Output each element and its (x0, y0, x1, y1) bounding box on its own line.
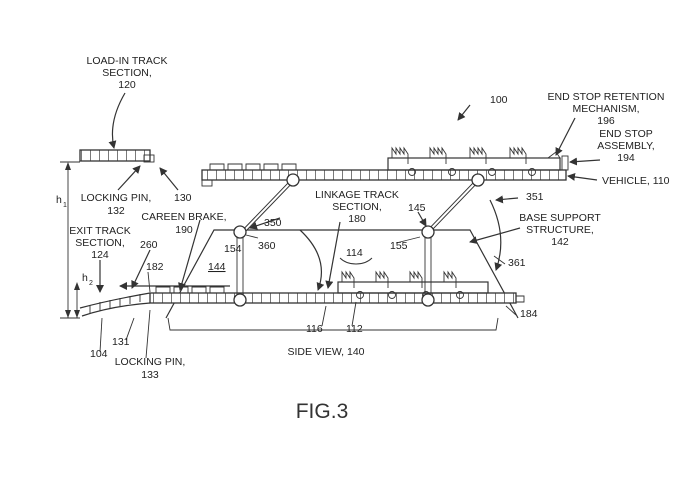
label-side-view: SIDE VIEW, 140 (287, 346, 364, 358)
lower-track (79, 286, 525, 317)
label-exit-num: 124 (91, 249, 109, 261)
label-144: 144 (208, 261, 226, 273)
label-load-in: LOAD-IN TRACK (87, 55, 168, 67)
label-360: 360 (258, 240, 276, 252)
load-in-track-section (79, 149, 155, 163)
label-104: 104 (90, 348, 108, 360)
label-351: 351 (526, 191, 544, 203)
label-locking-pin-bot: LOCKING PIN, (115, 356, 186, 368)
label-end-stop-ret: END STOP RETENTION (548, 91, 665, 103)
label-linkage: LINKAGE TRACK (315, 189, 399, 201)
label-exit: EXIT TRACK (69, 225, 130, 237)
linkage-arms (233, 173, 485, 307)
label-careen-num: 190 (175, 224, 193, 236)
label-350: 350 (264, 217, 282, 229)
label-end-stop-ret-num: 196 (597, 115, 615, 127)
label-184: 184 (520, 308, 538, 320)
label-h1-sub: 1 (63, 202, 67, 209)
label-h2: h (82, 272, 88, 284)
figure-caption: FIG.3 (296, 400, 349, 423)
label-145: 145 (408, 202, 426, 214)
label-end-stop-asm-num: 194 (617, 152, 635, 164)
label-load-in-num: 120 (118, 79, 136, 91)
label-154: 154 (224, 243, 242, 255)
label-careen: CAREEN BRAKE, (141, 211, 226, 223)
label-182: 182 (146, 261, 164, 273)
vehicle-110 (387, 146, 569, 176)
label-locking-pin-top-num: 132 (107, 205, 125, 217)
label-vehicle: VEHICLE, 110 (602, 175, 670, 187)
label-end-stop-asm: END STOP (599, 128, 652, 140)
arc-361 (489, 199, 503, 271)
label-h2-sub: 2 (89, 280, 93, 287)
label-361: 361 (508, 257, 526, 269)
label-114: 114 (346, 247, 363, 259)
label-112: 112 (346, 323, 363, 335)
label-linkage-num: 180 (348, 213, 366, 225)
label-end-stop-ret-2: MECHANISM, (572, 103, 639, 115)
leader-lines (96, 92, 601, 359)
arc-360 (299, 229, 325, 291)
base-support-structure (165, 229, 519, 319)
upper-track (201, 163, 567, 187)
label-linkage-2: SECTION, (332, 201, 382, 213)
label-131: 131 (112, 336, 130, 348)
label-end-stop-asm-2: ASSEMBLY, (597, 140, 654, 152)
label-base-2: STRUCTURE, (526, 224, 594, 236)
label-base-num: 142 (551, 236, 569, 248)
label-locking-pin-top: LOCKING PIN, (81, 192, 152, 204)
label-116: 116 (306, 323, 323, 335)
label-100: 100 (490, 94, 508, 106)
label-260: 260 (140, 239, 158, 251)
label-130: 130 (174, 192, 192, 204)
label-base: BASE SUPPORT (519, 212, 601, 224)
label-h1: h (56, 194, 62, 206)
label-exit-2: SECTION, (75, 237, 125, 249)
label-locking-pin-bot-num: 133 (141, 369, 159, 381)
label-155: 155 (390, 240, 408, 252)
label-load-in-2: SECTION, (102, 67, 152, 79)
h2-dimension (74, 282, 80, 318)
text-labels: LOAD-IN TRACK SECTION, 120 100 END STOP … (56, 55, 670, 423)
